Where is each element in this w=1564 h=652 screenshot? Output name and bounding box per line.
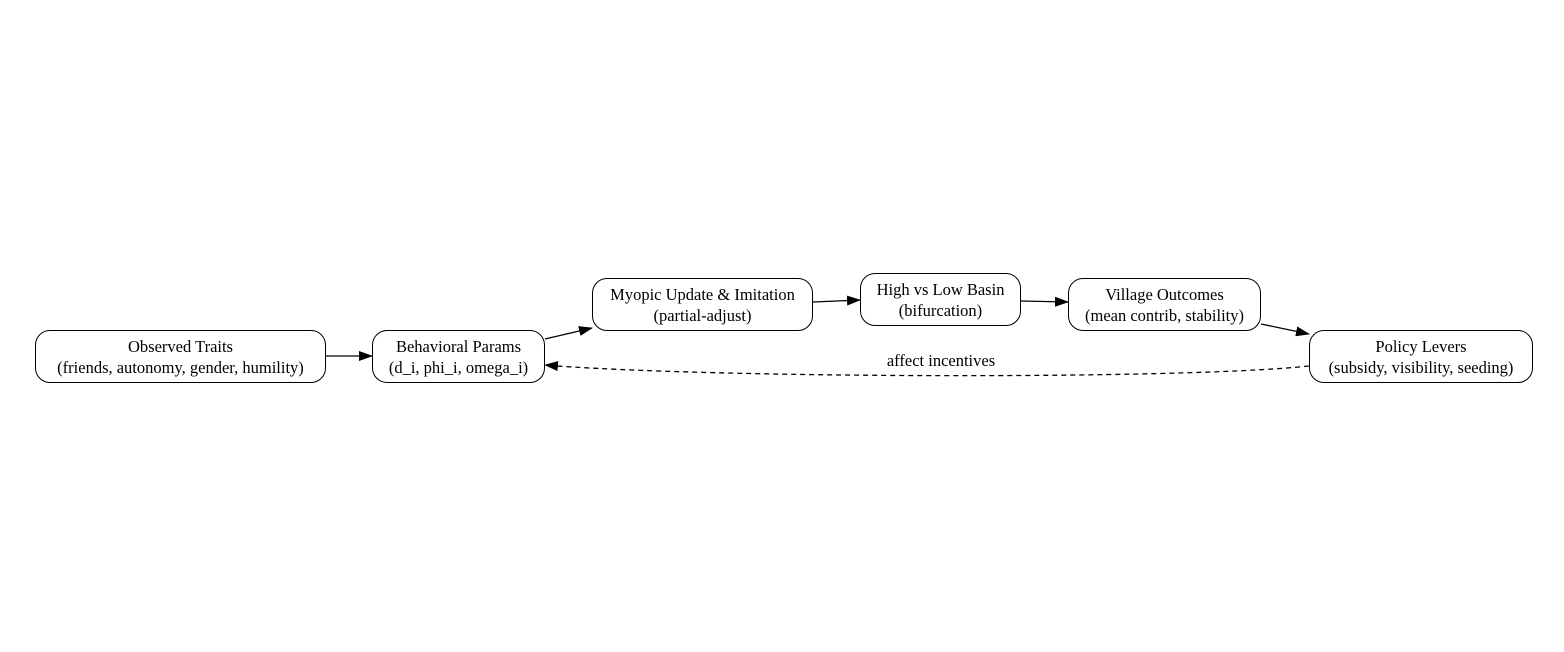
node-observed-traits: Observed Traits (friends, autonomy, gend… xyxy=(35,330,326,383)
node-policy-levers-title: Policy Levers xyxy=(1375,336,1467,356)
node-behavioral-params-subtitle: (d_i, phi_i, omega_i) xyxy=(388,357,529,377)
edge-behavioral-to-myopic xyxy=(544,326,593,340)
edge-label-affect-incentives: affect incentives xyxy=(887,351,995,370)
edge-basin-to-village xyxy=(1020,296,1069,307)
node-village-outcomes: Village Outcomes (mean contrib, stabilit… xyxy=(1068,278,1261,331)
node-myopic-update-title: Myopic Update & Imitation xyxy=(610,284,795,304)
node-myopic-update-subtitle: (partial-adjust) xyxy=(653,305,752,325)
node-policy-levers: Policy Levers (subsidy, visibility, seed… xyxy=(1309,330,1533,383)
node-high-low-basin-subtitle: (bifurcation) xyxy=(898,300,983,320)
node-village-outcomes-title: Village Outcomes xyxy=(1105,284,1224,304)
node-behavioral-params: Behavioral Params (d_i, phi_i, omega_i) xyxy=(372,330,545,383)
node-high-low-basin: High vs Low Basin (bifurcation) xyxy=(860,273,1021,326)
node-behavioral-params-title: Behavioral Params xyxy=(395,336,522,356)
node-village-outcomes-subtitle: (mean contrib, stability) xyxy=(1085,305,1244,325)
node-observed-traits-subtitle: (friends, autonomy, gender, humility) xyxy=(57,357,304,377)
edge-policy-to-behavioral xyxy=(544,361,1310,377)
edge-myopic-to-basin xyxy=(812,295,861,306)
node-policy-levers-subtitle: (subsidy, visibility, seeding) xyxy=(1328,357,1514,377)
node-observed-traits-title: Observed Traits xyxy=(128,336,233,356)
edge-village-to-policy xyxy=(1260,323,1310,337)
node-myopic-update: Myopic Update & Imitation (partial-adjus… xyxy=(592,278,813,331)
node-high-low-basin-title: High vs Low Basin xyxy=(876,279,1005,299)
